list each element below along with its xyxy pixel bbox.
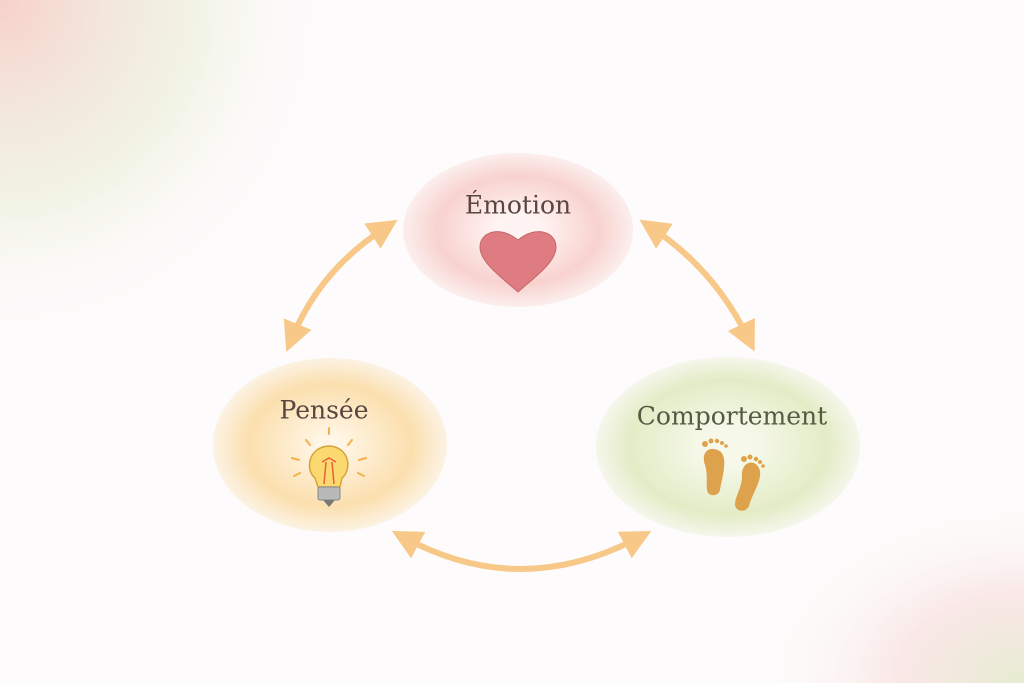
node-emotion-label: Émotion [464,190,572,220]
node-pensee-bg [213,358,447,532]
footprints-icon [702,438,765,511]
node-comportement-label: Comportement [636,401,828,431]
arrow-pensee-comportement [391,530,652,572]
node-comportement-bg [596,357,860,537]
arrow-emotion-pensee [283,219,398,352]
heart-icon [479,231,557,293]
decor-corner-bottom-right [760,500,1024,683]
node-pensee-label: Pensée [279,395,369,425]
node-emotion-bg [403,153,633,307]
lightbulb-icon [291,427,367,507]
decor-corner-top-left [0,0,330,340]
arrow-emotion-comportement [639,219,755,352]
